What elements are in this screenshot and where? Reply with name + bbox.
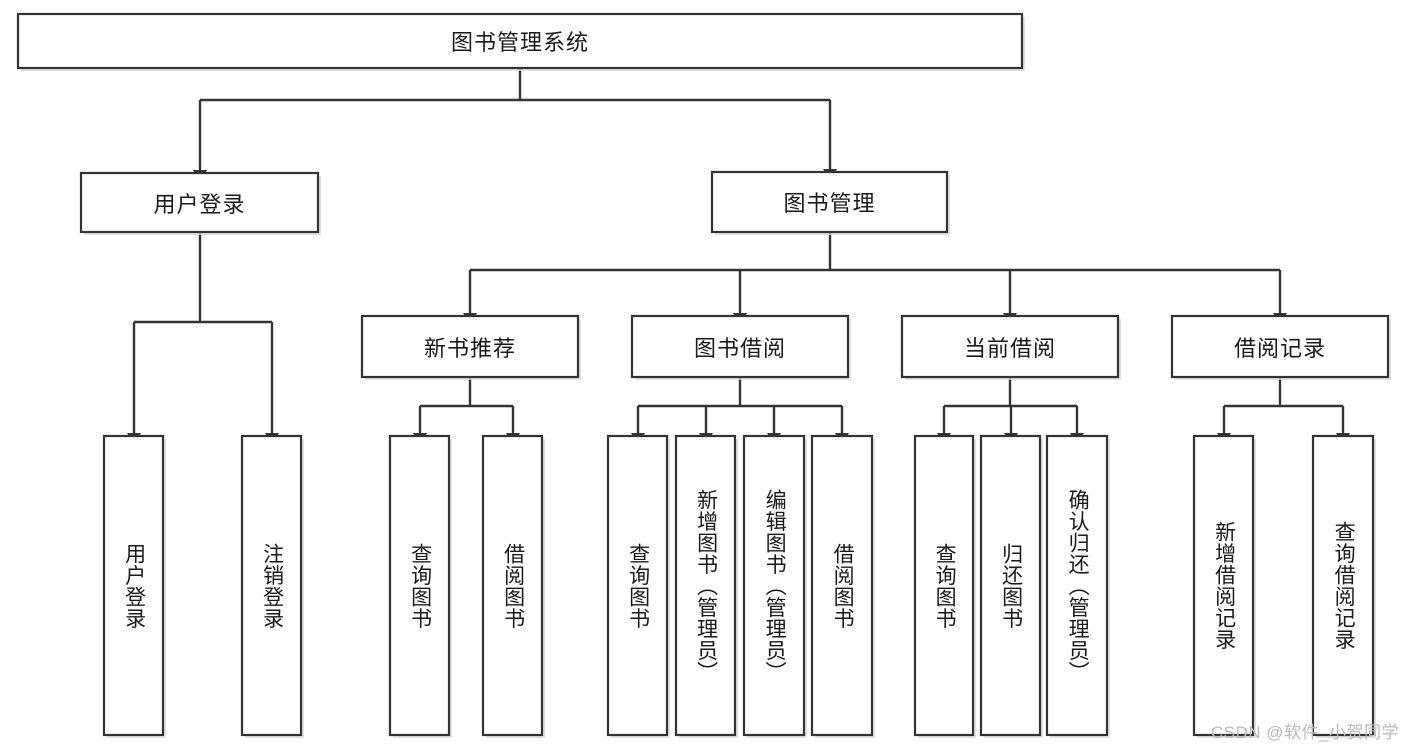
watermark-text: CSDN @软件_小贺同学 [1210,723,1399,742]
node-user-login[interactable] [79,171,321,235]
node-new-book-rec[interactable] [360,314,581,380]
node-book-manage[interactable] [710,170,950,235]
node-logout-do[interactable] [240,434,304,738]
node-borrow-edit-book[interactable] [742,434,807,738]
node-rec-add-record[interactable] [1192,434,1256,738]
node-borrow-query-book[interactable] [606,434,670,738]
node-borrow-do-borrow[interactable] [810,434,875,738]
node-root[interactable] [16,12,1025,71]
node-cur-return-book[interactable] [979,434,1043,738]
node-borrow-record[interactable] [1170,314,1391,380]
node-rec-query-book[interactable] [388,434,452,738]
node-borrow-add-book[interactable] [674,434,738,738]
connector-layer [127,68,1350,445]
node-login-do[interactable] [102,434,166,738]
node-cur-confirm-return[interactable] [1045,434,1110,738]
node-rec-borrow-book[interactable] [481,434,545,738]
node-rec-query-record[interactable] [1311,434,1376,738]
node-book-borrow[interactable] [630,314,851,380]
node-cur-query-book[interactable] [913,434,976,738]
node-current-borrow[interactable] [900,314,1121,380]
node-layer [16,12,1391,738]
